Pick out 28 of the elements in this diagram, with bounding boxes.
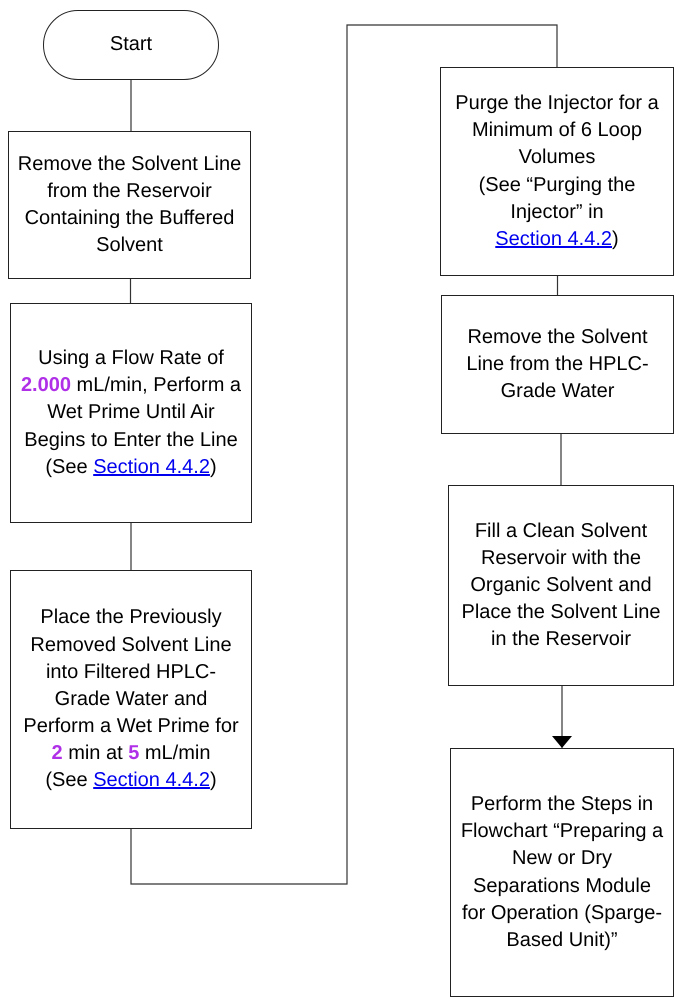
connector-line xyxy=(130,80,132,131)
process-box xyxy=(440,67,674,276)
connector-line xyxy=(560,434,562,485)
connector-line xyxy=(130,279,132,303)
arrow xyxy=(552,686,572,748)
section-link: Section 4.4.2 xyxy=(495,228,612,250)
connector-line xyxy=(130,523,132,570)
step-text: Remove the Solvent Line from the HPLC-Grade Water xyxy=(465,324,650,404)
process-box xyxy=(450,748,674,997)
step-text: Using a Flow Rate of 2.000 mL/min, Perform a Wet Prime Until Air Begins to Enter the Line xyxy=(20,346,242,453)
connector-line xyxy=(130,24,558,885)
reference-text: (See Section 4.4.2) xyxy=(45,454,217,480)
step-text: Place the Previously Removed Solvent Line into Filtered HPLC-Grade Water and Perform a Wet Prime for 2 min at 5 mL/min xyxy=(22,605,240,766)
process-box xyxy=(448,485,674,686)
step-text: Perform the Steps in Flowchart “Preparing a New or Dry Separations Module for Operation (Sparge-Based Unit)” xyxy=(460,792,664,953)
step-text: Remove the Solvent Line from the Reservoir Containing the Buffered Solvent xyxy=(17,152,242,258)
section-link: Section 4.4.2 xyxy=(93,769,210,792)
process-box xyxy=(441,295,674,434)
step-text: Fill a Clean Solvent Reservoir with the Organic Solvent and Place the Solvent Line in the Reservoir xyxy=(460,518,662,652)
process-box xyxy=(8,131,251,279)
process-box xyxy=(10,570,252,829)
reference-text: (See “Purging the Injector” in Section 4.4.2) xyxy=(478,172,636,252)
step-text: Start xyxy=(110,32,152,58)
connector-line xyxy=(556,276,558,295)
reference-text: (See Section 4.4.2) xyxy=(45,768,217,794)
section-link: Section 4.4.2 xyxy=(93,456,210,478)
step-text: Purge the Injector for a Minimum of 6 Loop Volumes xyxy=(454,90,660,170)
process-box xyxy=(10,303,252,523)
